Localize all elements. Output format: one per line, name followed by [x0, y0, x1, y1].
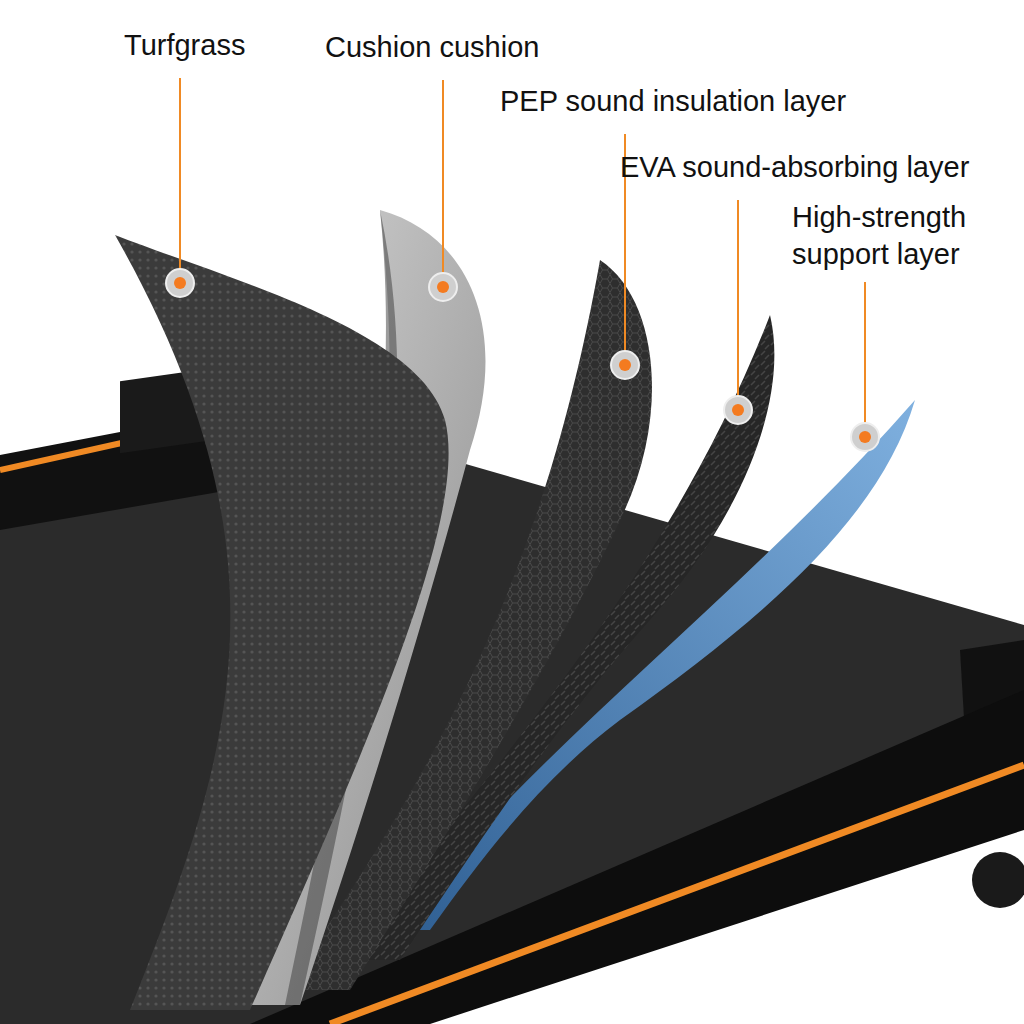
callout-label: PEP sound insulation layer: [500, 83, 846, 120]
callout-label: High-strength support layer: [792, 199, 1002, 273]
callout-label: Turfgrass: [124, 27, 245, 64]
callout-label: Cushion cushion: [325, 29, 539, 66]
callout-label: EVA sound-absorbing layer: [620, 149, 969, 186]
